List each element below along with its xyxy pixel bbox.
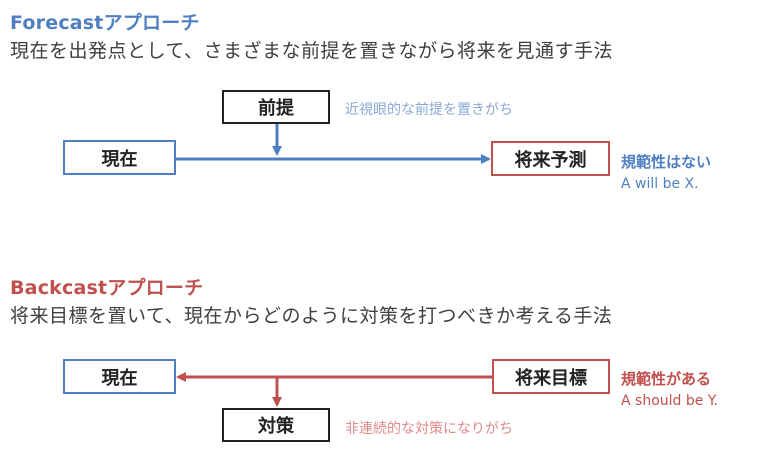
- forecast-future-box: 将来予測: [491, 141, 610, 176]
- backcast-side-sub: A should be Y.: [621, 393, 718, 409]
- backcast-side-bold: 規範性がある: [621, 370, 712, 388]
- forecast-side-sub: A will be X.: [621, 176, 699, 192]
- backcast-subtitle: 将来目標を置いて、現在からどのように対策を打つべきか考える手法: [10, 305, 613, 327]
- backcast-side-note: 規範性がある A should be Y.: [621, 368, 718, 409]
- backcast-title: Backcastアプローチ: [10, 277, 204, 299]
- forecast-premise-note: 近視眼的な前提を置きがち: [345, 102, 513, 118]
- forecast-title: Forecastアプローチ: [10, 12, 200, 34]
- forecast-side-bold: 規範性はない: [621, 153, 712, 171]
- forecast-side-note: 規範性はない A will be X.: [621, 151, 711, 192]
- backcast-now-box: 現在: [63, 359, 176, 394]
- backcast-measure-note: 非連続的な対策になりがち: [345, 421, 513, 437]
- forecast-subtitle: 現在を出発点として、さまざまな前提を置きながら将来を見通す手法: [10, 40, 613, 62]
- forecast-premise-box: 前提: [222, 90, 330, 124]
- forecast-now-box: 現在: [63, 140, 176, 175]
- backcast-measure-box: 対策: [222, 408, 330, 442]
- backcast-goal-box: 将来目標: [492, 359, 610, 394]
